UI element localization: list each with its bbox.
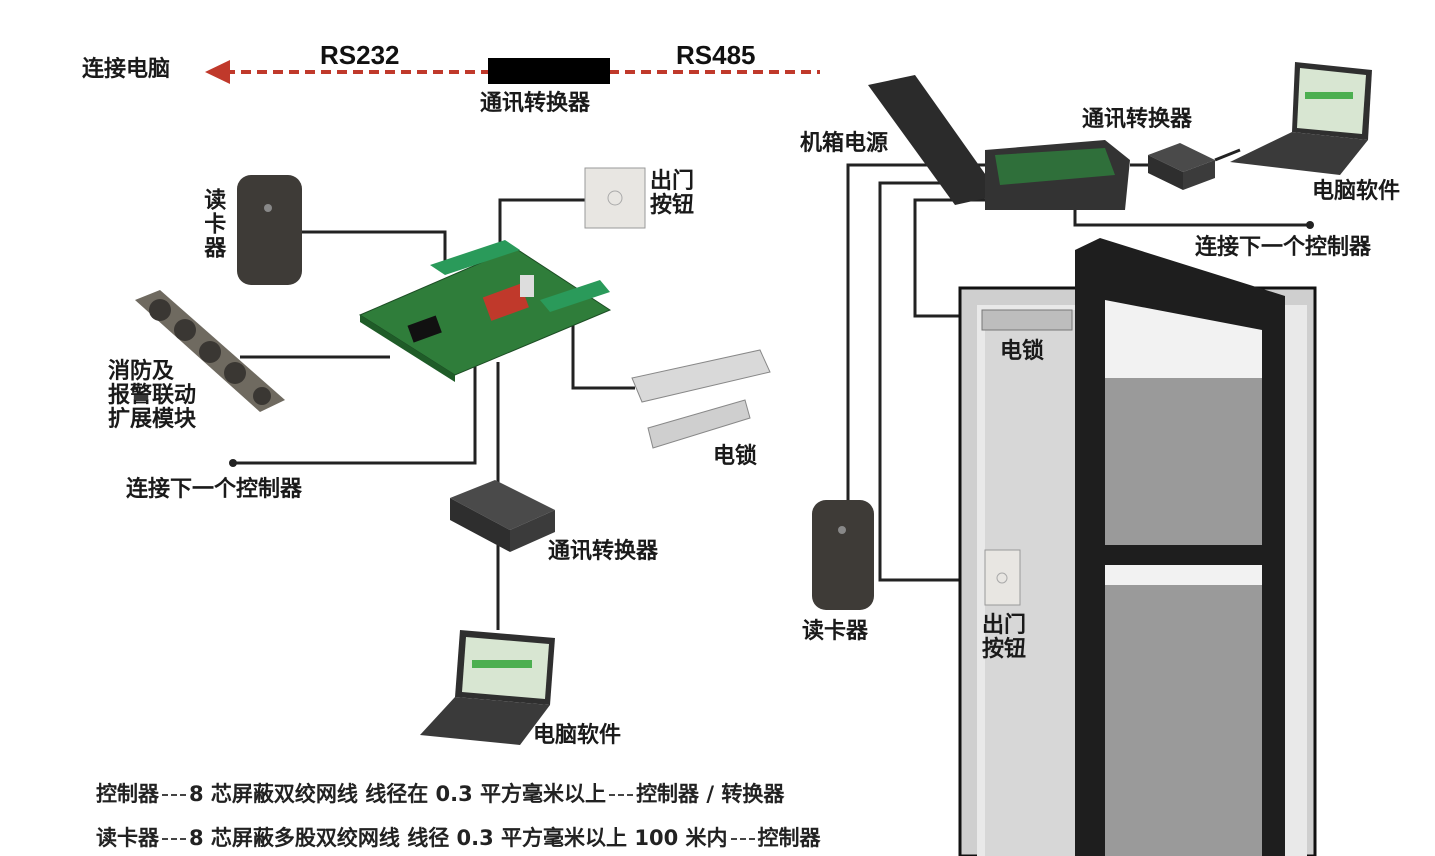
legend-spec: 8 芯屏蔽双绞网线 线径在 0.3 平方毫米以上 <box>189 782 607 806</box>
fire-module-device <box>135 290 285 412</box>
rs-bus-line <box>205 58 820 84</box>
left-converter-label: 通讯转换器 <box>548 539 659 564</box>
converter-device-left <box>450 480 555 552</box>
converter-device-right <box>1148 143 1215 190</box>
card-reader-device-right <box>812 500 874 610</box>
left-pc-software-label: 电脑软件 <box>533 723 622 748</box>
laptop-device-right <box>1230 62 1372 175</box>
card-reader-device-left <box>237 175 302 285</box>
right-electric-lock-label: 电锁 <box>1000 339 1045 364</box>
wiring-legend-row-controller: 控制器 8 芯屏蔽双绞网线 线径在 0.3 平方毫米以上 控制器 / 转换器 <box>96 778 784 808</box>
legend-from: 读卡器 <box>96 826 159 850</box>
legend-to: 控制器 / 转换器 <box>636 782 785 806</box>
legend-spec: 8 芯屏蔽多股双绞网线 线径 0.3 平方毫米以上 100 米内 <box>189 826 728 850</box>
right-exit-button-label: 出门 按钮 <box>982 613 1027 663</box>
wiring-legend-row-reader: 读卡器 8 芯屏蔽多股双绞网线 线径 0.3 平方毫米以上 100 米内 控制器 <box>96 822 821 852</box>
top-converter-label: 通讯转换器 <box>480 91 591 116</box>
electric-lock-device-right <box>981 309 1073 331</box>
controller-chassis <box>868 75 1130 210</box>
exit-button-device-left <box>584 167 646 229</box>
left-electric-lock-label: 电锁 <box>713 444 758 469</box>
left-exit-button-label: 出门 按钮 <box>650 169 695 219</box>
right-next-controller-label: 连接下一个控制器 <box>1195 235 1372 260</box>
right-converter-label: 通讯转换器 <box>1082 107 1193 132</box>
exit-button-device-right <box>984 549 1021 606</box>
legend-to: 控制器 <box>757 826 821 850</box>
controller-board <box>358 240 612 382</box>
door-leaf <box>1075 238 1285 856</box>
rs232-label: RS232 <box>320 40 400 70</box>
laptop-device-left <box>420 630 555 745</box>
left-wires <box>233 198 635 630</box>
electric-lock-device-left <box>631 349 771 449</box>
right-card-reader-label: 读卡器 <box>802 619 869 644</box>
left-card-reader-label: 读卡器 <box>200 188 226 260</box>
rs485-label: RS485 <box>676 40 756 70</box>
chassis-power-label: 机箱电源 <box>800 131 889 156</box>
legend-from: 控制器 <box>96 782 159 806</box>
connect-pc-label: 连接电脑 <box>82 57 171 82</box>
left-next-controller-label: 连接下一个控制器 <box>126 477 303 502</box>
right-pc-software-label: 电脑软件 <box>1312 179 1401 204</box>
fire-module-label: 消防及 报警联动 扩展模块 <box>108 359 197 433</box>
